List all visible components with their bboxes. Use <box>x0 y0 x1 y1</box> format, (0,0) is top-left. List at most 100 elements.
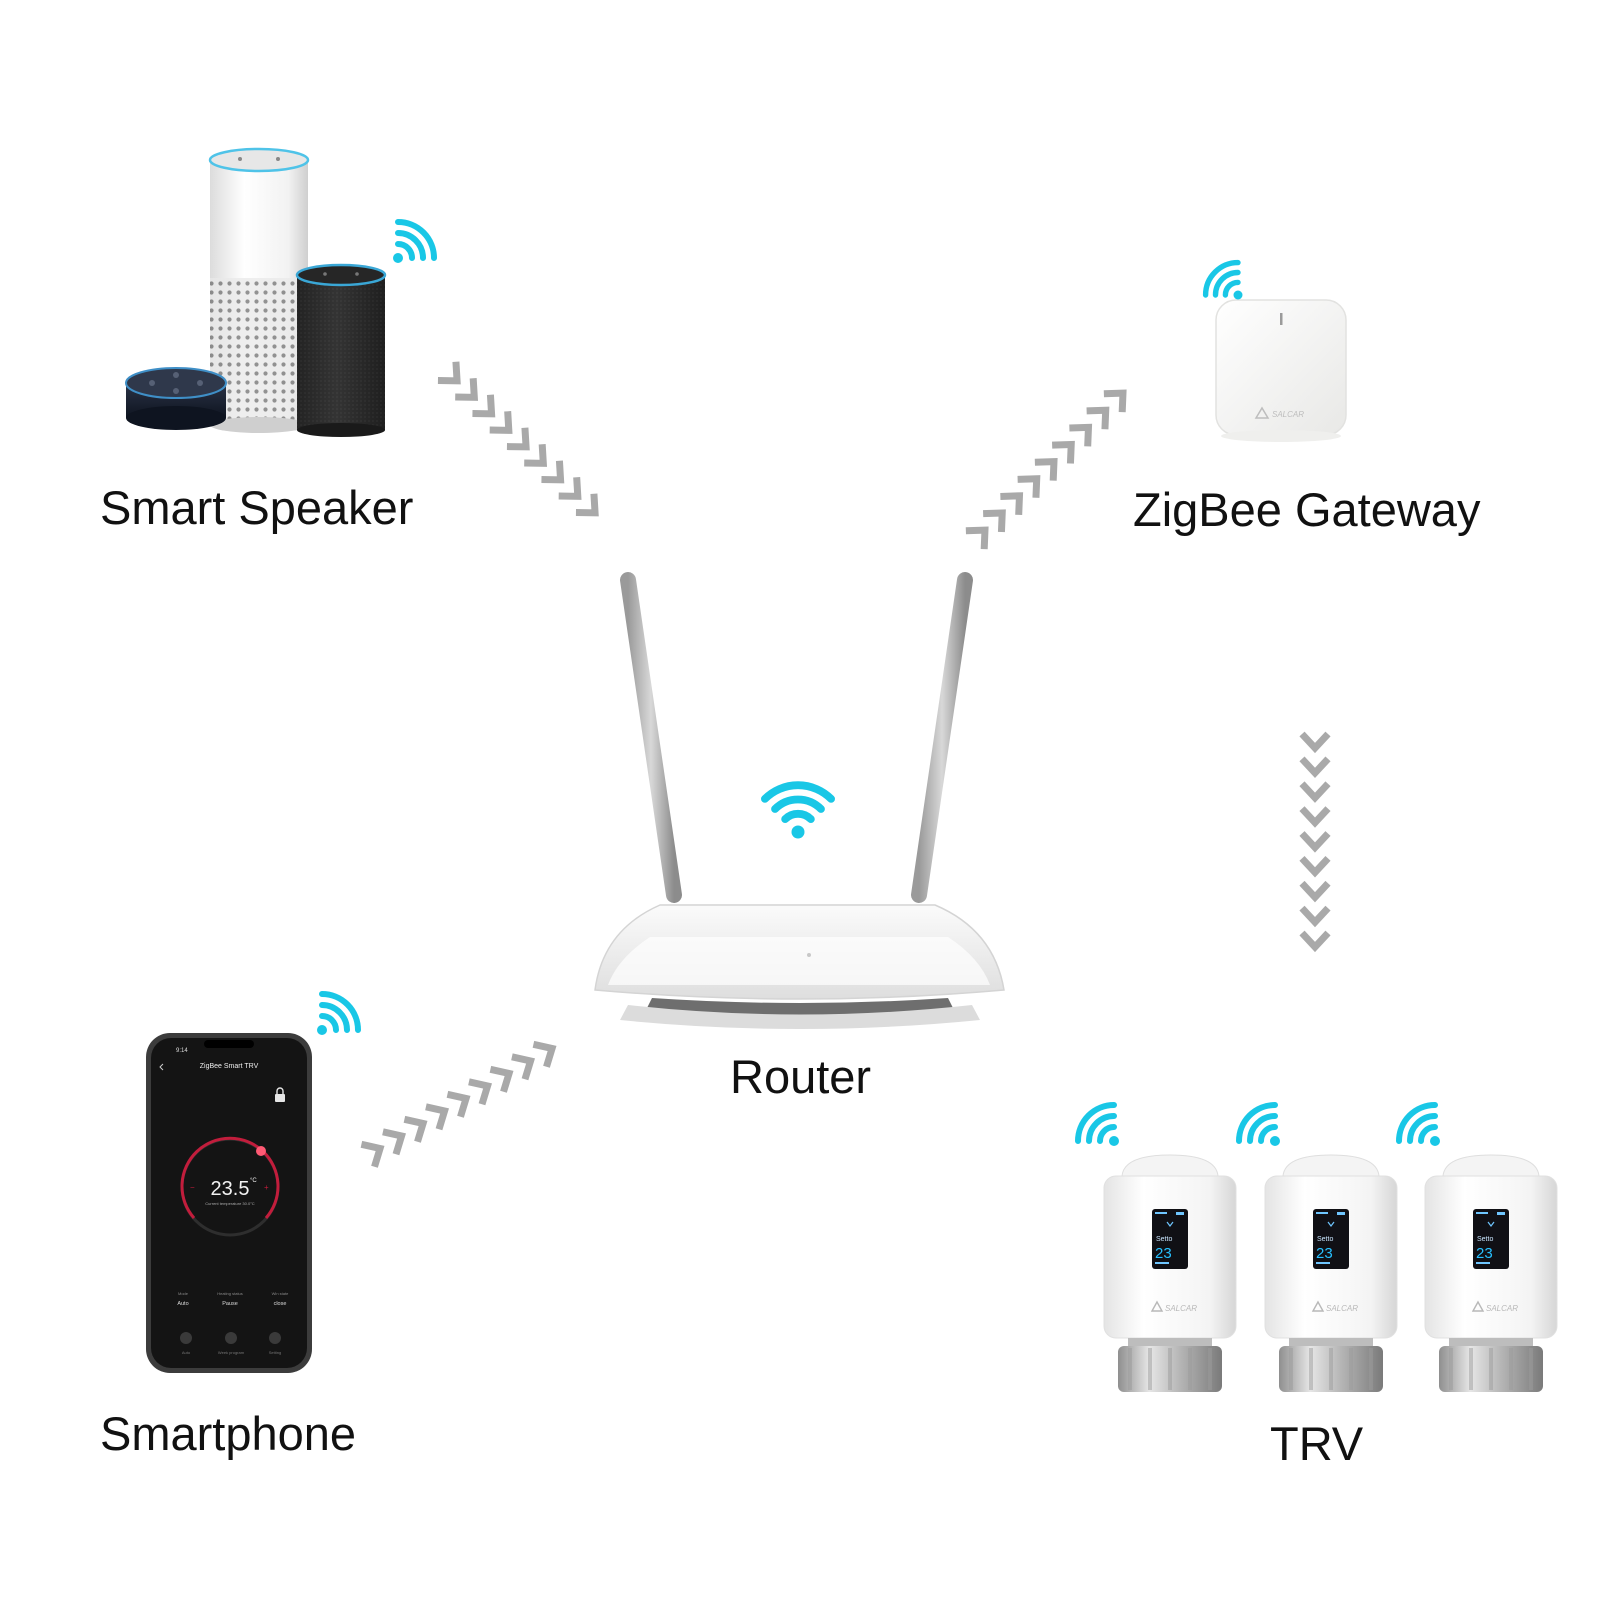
wifi-icon <box>393 219 437 263</box>
trv-screen: Setto 23 <box>1313 1209 1349 1269</box>
svg-text:−: − <box>190 1183 195 1192</box>
chevron-arrow-icon <box>446 1090 471 1118</box>
chevron-arrow-icon <box>1299 880 1331 903</box>
chevron-arrow-icon <box>532 1040 557 1068</box>
chevron-arrow-icon <box>1069 423 1093 447</box>
lock-icon <box>275 1087 285 1102</box>
phone-screen: 9:14 ZigBee Smart TRV − + 23.5 °C Curren… <box>159 1048 289 1355</box>
chevron-arrow-icon <box>1299 905 1331 928</box>
phone-status-row: Mode Auto Heating status Pause Win state… <box>177 1291 289 1307</box>
trv-brand-text: SALCAR <box>1165 1304 1197 1313</box>
trv-set-label: Setto <box>1317 1236 1333 1243</box>
chevron-arrow-icon <box>983 509 1006 533</box>
echo-dot-speaker <box>125 367 227 430</box>
chevron-arrow-icon <box>524 444 548 467</box>
svg-text:Week program: Week program <box>218 1350 245 1355</box>
svg-text:+: + <box>264 1183 269 1192</box>
temperature-dial: − + 23.5 °C Current temperature 30.0°C <box>180 1136 280 1237</box>
phone-bottom-tabs: Auto Week program Setting <box>180 1332 281 1355</box>
chevron-arrow-icon <box>541 460 565 484</box>
chevron-arrow-icon <box>1052 440 1075 464</box>
trv-label: TRV <box>1270 1417 1364 1470</box>
chevron-arrow-icon <box>437 361 461 385</box>
chevron-arrow-icon <box>1299 756 1331 779</box>
svg-text:ZigBee Smart TRV: ZigBee Smart TRV <box>200 1063 259 1070</box>
chevron-arrow-icon <box>965 526 989 550</box>
smartphone-image: 9:14 ZigBee Smart TRV − + 23.5 °C Curren… <box>146 1033 312 1373</box>
chevron-arrow-icon <box>1299 781 1331 803</box>
trv-set-label: Setto <box>1477 1236 1493 1243</box>
echo-dark-speaker <box>295 263 387 437</box>
chevron-arrow-icon <box>1034 457 1058 481</box>
smartphone-label: Smartphone <box>100 1407 357 1460</box>
smart-speaker-label: Smart Speaker <box>100 481 414 534</box>
router-image <box>594 572 1005 1029</box>
svg-text:Mode: Mode <box>178 1291 189 1296</box>
trv-screen: Setto 23 <box>1473 1209 1509 1269</box>
chevron-arrow-icon <box>575 493 599 517</box>
svg-text:Setting: Setting <box>269 1350 281 1355</box>
svg-text:SALCAR: SALCAR <box>1272 410 1304 419</box>
chevron-arrow-icon <box>360 1140 385 1168</box>
trv-brand-text: SALCAR <box>1326 1304 1358 1313</box>
chevron-arrow-icon <box>425 1103 449 1131</box>
chevron-arrow-icon <box>506 427 530 451</box>
svg-text:Auto: Auto <box>182 1350 191 1355</box>
trv-brand-logo: SALCAR <box>1150 1300 1197 1313</box>
trv-temperature: 23 <box>1316 1245 1333 1262</box>
wifi-icon <box>1396 1102 1440 1146</box>
chevron-arrow-icon <box>558 477 582 500</box>
chevron-arrow-icon <box>1299 806 1331 828</box>
wifi-icon <box>1236 1102 1280 1146</box>
connection-arrows <box>360 361 1331 1168</box>
trv-set-label: Setto <box>1156 1236 1172 1243</box>
chevron-arrow-icon <box>455 378 479 401</box>
gateway-brand-logo: SALCAR <box>1254 406 1304 419</box>
trv-brand-logo: SALCAR <box>1471 1300 1518 1313</box>
wifi-icon <box>1075 1102 1119 1146</box>
svg-text:°C: °C <box>250 1178 257 1184</box>
chevron-arrow-icon <box>472 394 496 418</box>
svg-text:Current temperature 30.0°C: Current temperature 30.0°C <box>205 1201 255 1206</box>
echo-tall-speaker <box>208 147 310 433</box>
trv-temperature: 23 <box>1476 1245 1493 1262</box>
chevron-arrow-icon <box>489 1065 514 1093</box>
chevron-arrow-icon <box>511 1053 535 1081</box>
chevron-arrow-icon <box>1299 731 1331 754</box>
wifi-icons <box>317 219 1440 1146</box>
chevron-arrow-icon <box>468 1078 492 1106</box>
svg-text:close: close <box>274 1301 287 1307</box>
chevron-arrow-icon <box>489 411 513 434</box>
trv-brand-text: SALCAR <box>1486 1304 1518 1313</box>
chevron-arrow-icon <box>403 1115 428 1143</box>
svg-text:Auto: Auto <box>177 1301 188 1307</box>
chevron-arrow-icon <box>1000 492 1024 516</box>
zigbee-gateway-image: SALCAR <box>1215 299 1347 442</box>
chevron-arrow-icon <box>1086 406 1110 430</box>
chevron-arrow-icon <box>1299 930 1331 953</box>
chevron-arrow-icon <box>1017 475 1041 498</box>
smart-speaker-image <box>125 147 387 437</box>
trv-temperature: 23 <box>1155 1245 1172 1262</box>
wifi-icon <box>317 991 361 1035</box>
trv-screen: Setto 23 <box>1152 1209 1188 1269</box>
svg-text:Win state: Win state <box>272 1291 289 1296</box>
trv-brand-logo: SALCAR <box>1311 1300 1358 1313</box>
wifi-icon <box>1202 259 1243 300</box>
router-label: Router <box>730 1050 872 1103</box>
chevron-arrow-icon <box>382 1128 406 1156</box>
svg-text:23.5: 23.5 <box>211 1178 250 1200</box>
wifi-icon <box>761 781 835 839</box>
chevron-arrow-icon <box>1103 389 1127 413</box>
zigbee-gateway-label: ZigBee Gateway <box>1133 483 1481 536</box>
svg-text:Heating status: Heating status <box>217 1291 243 1296</box>
svg-text:Pause: Pause <box>222 1301 238 1307</box>
chevron-arrow-icon <box>1299 831 1331 853</box>
svg-text:9:14: 9:14 <box>176 1048 188 1054</box>
